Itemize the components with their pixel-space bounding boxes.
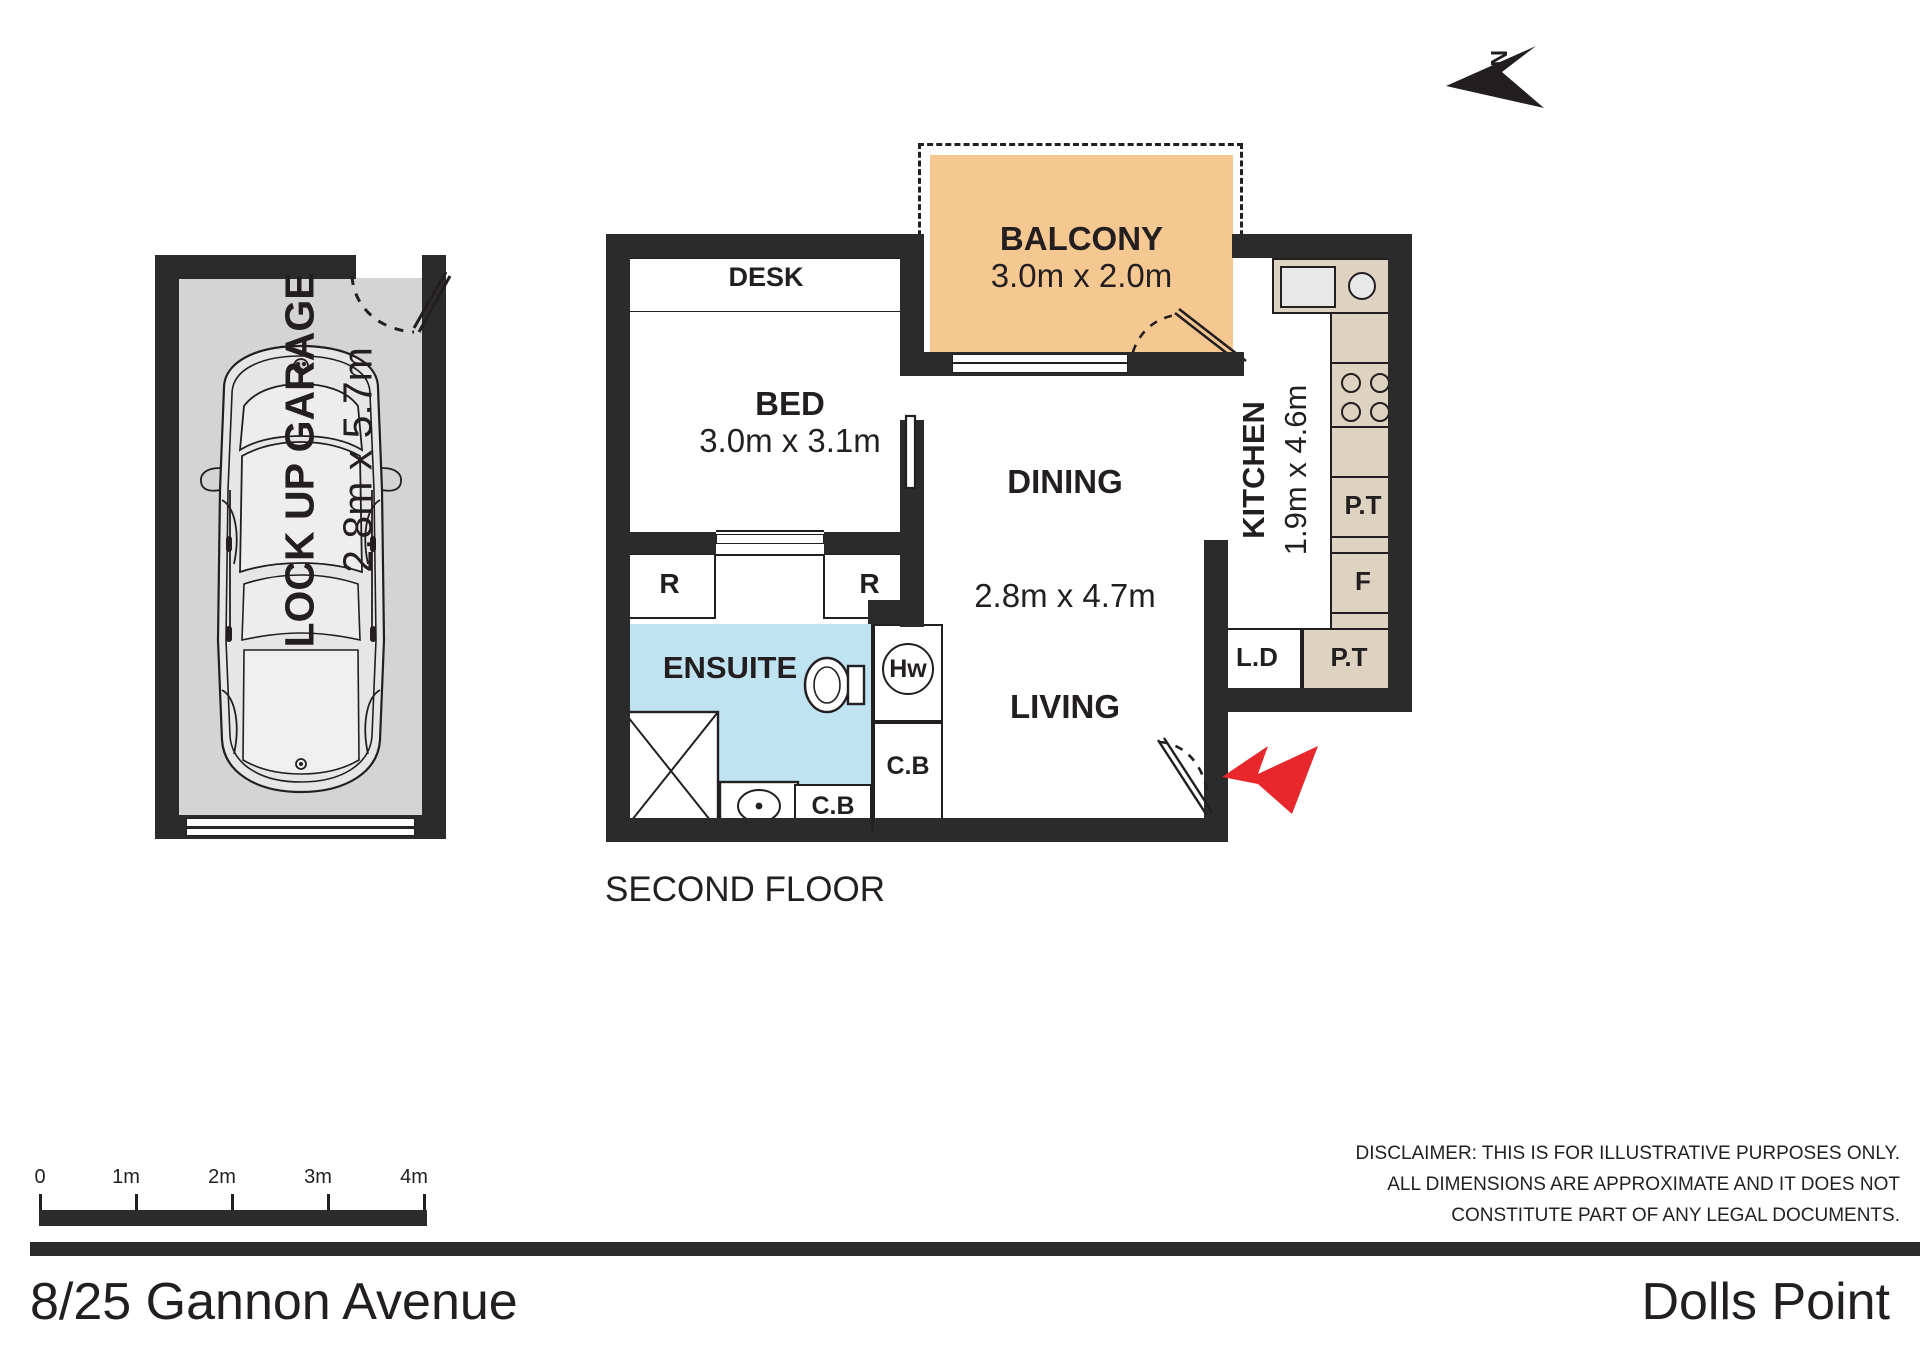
balcony-dashed-outline bbox=[918, 143, 1243, 245]
footer-divider bbox=[30, 1242, 1920, 1256]
ensuite-name: ENSUITE bbox=[662, 650, 798, 685]
scale-tick-label-4: 4m bbox=[400, 1166, 428, 1188]
garage-wall-left bbox=[155, 255, 179, 839]
ensuite-doorway-leaf bbox=[716, 534, 824, 544]
living-name: LIVING bbox=[1009, 688, 1120, 725]
balcony-dimensions: 3.0m x 2.0m bbox=[990, 257, 1173, 294]
scale-tick-label-3: 3m bbox=[304, 1166, 332, 1188]
floor-label: SECOND FLOOR bbox=[605, 870, 886, 909]
wall-ensuite-corner bbox=[868, 600, 924, 624]
divider-hw-column bbox=[871, 624, 874, 831]
pantry-bottom-label: P.T bbox=[1330, 642, 1368, 672]
car-illustration bbox=[196, 340, 406, 800]
kitchen-dimensions: 1.9m x 4.6m bbox=[1278, 384, 1313, 556]
scale-tick-label-1: 1m bbox=[112, 1166, 140, 1188]
robe-left-label: R bbox=[659, 568, 680, 599]
kitchen-bench-right bbox=[1330, 258, 1396, 690]
laundry-dryer-label: L.D bbox=[1236, 642, 1278, 672]
disclaimer-line-3: CONSTITUTE PART OF ANY LEGAL DOCUMENTS. bbox=[1451, 1205, 1900, 1226]
garage-wall-right bbox=[422, 255, 446, 839]
wall-dining-right bbox=[1204, 540, 1228, 712]
wall-kitchen-bottom bbox=[1204, 688, 1412, 712]
scale-tick-label-2: 2m bbox=[208, 1166, 236, 1188]
garage-roller-door bbox=[186, 818, 415, 827]
garage-door-swing bbox=[340, 258, 452, 338]
suburb-title: Dolls Point bbox=[1641, 1273, 1890, 1331]
pantry-top-box bbox=[1330, 476, 1396, 538]
pantry-bottom-box bbox=[1302, 628, 1396, 690]
second-floor-plan: BALCONY 3.0m x 2.0m BED 3.0m x 3.1m DESK… bbox=[606, 143, 1412, 842]
bed-name: BED bbox=[755, 385, 825, 422]
entry-door-swing bbox=[1152, 736, 1238, 828]
hot-water-circle bbox=[882, 643, 934, 695]
scale-tick-4 bbox=[423, 1194, 426, 1214]
disclaimer-line-1: DISCLAIMER: THIS IS FOR ILLUSTRATIVE PUR… bbox=[1355, 1143, 1900, 1164]
kitchen-sink bbox=[1272, 258, 1396, 314]
scale-tick-1 bbox=[135, 1194, 138, 1214]
wall-top-kitchen bbox=[1232, 234, 1412, 258]
scale-tick-label-0: 0 bbox=[34, 1166, 46, 1188]
robe-right-label: R bbox=[859, 568, 880, 599]
page-title: 8/25 Gannon Avenue bbox=[30, 1273, 518, 1331]
garage-wall-top bbox=[155, 255, 350, 279]
cupboard-1-label: C.B bbox=[886, 752, 930, 780]
wall-bedroom-right bbox=[900, 234, 924, 374]
disclaimer-block: DISCLAIMER: THIS IS FOR ILLUSTRATIVE PUR… bbox=[1060, 1138, 1900, 1231]
garage-roller-door-track bbox=[186, 828, 415, 836]
scale-bar: 0 1m 2m 3m 4m bbox=[30, 1166, 450, 1226]
balcony-floor bbox=[930, 155, 1233, 368]
entry-arrow-icon bbox=[1222, 744, 1322, 816]
scale-tick-0 bbox=[39, 1194, 42, 1214]
wall-top-bedroom bbox=[606, 234, 924, 258]
shower-fixture bbox=[622, 710, 720, 832]
balcony-sliding-door-line bbox=[952, 362, 1128, 364]
robe-left-box bbox=[623, 553, 716, 619]
bed-dimensions: 3.0m x 3.1m bbox=[699, 422, 881, 459]
desk-fixture bbox=[620, 258, 912, 312]
desk-label: DESK bbox=[728, 262, 804, 292]
balcony-name: BALCONY bbox=[999, 220, 1164, 257]
wall-bottom bbox=[606, 818, 1228, 842]
toilet-fixture bbox=[800, 654, 870, 716]
cupboard-2-label: C.B bbox=[811, 792, 855, 820]
scale-tick-2 bbox=[231, 1194, 234, 1214]
dining-dimensions: 2.8m x 4.7m bbox=[974, 577, 1156, 614]
fridge-label: F bbox=[1355, 566, 1371, 596]
kitchen-cooktop bbox=[1330, 362, 1396, 428]
disclaimer-line-2: ALL DIMENSIONS ARE APPROXIMATE AND IT DO… bbox=[1387, 1174, 1900, 1195]
bedroom-door-swing bbox=[884, 414, 924, 496]
kitchen-name: KITCHEN bbox=[1236, 401, 1271, 539]
hot-water-label: Hw bbox=[889, 655, 927, 683]
wall-kitchen-right bbox=[1388, 234, 1412, 704]
pantry-top-label: P.T bbox=[1344, 490, 1382, 520]
garage-plan: LOCK UP GARAGE 2.8m x 5.7m bbox=[0, 0, 520, 900]
north-arrow: N bbox=[1440, 28, 1560, 118]
scale-tick-3 bbox=[327, 1194, 330, 1214]
cupboard-1-box bbox=[873, 722, 943, 831]
garage-door-jamb bbox=[350, 255, 356, 279]
scale-bar-fill bbox=[39, 1210, 427, 1226]
dining-name: DINING bbox=[1007, 463, 1123, 500]
